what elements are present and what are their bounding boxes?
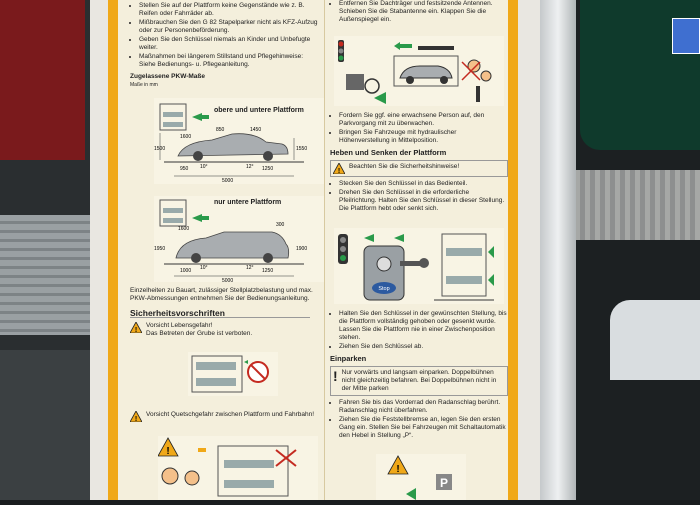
parking-sign: P [440, 476, 448, 490]
pit-warning-diagram [188, 352, 278, 396]
right-bullet: Ziehen Sie den Schlüssel ab. [339, 343, 508, 351]
right-bullet: Stecken Sie den Schlüssel in das Bedient… [339, 180, 508, 188]
left-bullet: Mißbrauchen Sie den G 82 Stapelparker ni… [139, 19, 320, 35]
svg-text:!: ! [166, 446, 169, 457]
parking-scene-diagram [334, 36, 504, 106]
svg-text:!: ! [135, 327, 137, 333]
dim-label: 300 [276, 222, 285, 228]
license-plate [672, 18, 700, 54]
dim-label: 1600 [180, 134, 191, 140]
dimension-diagram-1: obere und untere Plattform 850 1450 1600… [154, 98, 324, 184]
dims-note: Einzelheiten zu Bauart, zulässiger Stell… [130, 287, 313, 302]
dim-label: 950 [180, 166, 189, 172]
dimension-diagram-2: nur untere Plattform 1600 300 1950 1900 … [154, 196, 324, 284]
no-entry-drawing [191, 355, 269, 393]
dims-subtitle: Maße in mm [130, 82, 158, 88]
platform1-label: obere und untere Plattform [214, 107, 304, 114]
warn1-text: Das Betreten der Grube ist verboten. [146, 330, 253, 337]
warning-triangle-icon: ! [130, 411, 142, 422]
warning-triangle-icon: ! [333, 163, 345, 174]
crush-hazard-drawing: ! [157, 437, 297, 497]
left-bullet: Maßnahmen bei längerem Stillstand und Pf… [139, 53, 320, 69]
metal-pole [540, 0, 576, 500]
car-dimension-drawing-2: nur untere Plattform 1600 300 1950 1900 … [154, 199, 307, 284]
dim-label: 1950 [154, 246, 165, 252]
svg-text:!: ! [135, 416, 137, 422]
dim-label: 12° [246, 164, 254, 170]
svg-text:!: ! [338, 168, 340, 174]
dim-label: 850 [216, 127, 225, 133]
instruction-sign: Stellen Sie auf der Plattform keine Gege… [108, 0, 518, 500]
safety-title: Sicherheitsvorschriften [130, 309, 310, 318]
background-floor [0, 350, 100, 500]
dim-label: 1250 [262, 268, 273, 274]
right-column: Entfernen Sie Dachträger und festsitzend… [330, 0, 508, 25]
background-shutter [0, 215, 100, 335]
right-bullet: Ziehen Sie die Feststellbremse an, legen… [339, 416, 508, 440]
right-bullet: Fordern Sie ggf. eine erwachsene Person … [339, 112, 508, 128]
lift-warn: Beachten Sie die Sicherheitshinweise! [349, 163, 460, 170]
svg-text:!: ! [396, 464, 399, 475]
dim-label: 1000 [180, 268, 191, 274]
lift-title: Heben und Senken der Plattform [330, 148, 447, 157]
right-bullet: Bringen Sie Fahrzeuge mit hydraulischer … [339, 129, 508, 145]
dim-label: 5000 [222, 278, 233, 282]
dim-label: 1250 [262, 166, 273, 172]
left-bullet: Stellen Sie auf der Plattform keine Gege… [139, 2, 320, 18]
parking-brake-drawing: ! P [387, 455, 452, 500]
key-switch-drawing: Stop [338, 233, 494, 301]
park-warn: Nur vorwärts und langsam einparken. Dopp… [341, 369, 497, 392]
platform2-label: nur untere Plattform [214, 199, 281, 206]
dim-label: 1550 [296, 146, 307, 152]
stop-label: Stop [378, 286, 389, 292]
right-bullet: Drehen Sie den Schlüssel in die erforder… [339, 189, 508, 213]
dim-label: 1450 [250, 127, 261, 133]
key-switch-diagram: Stop [334, 228, 504, 304]
park-title: Einparken [330, 354, 367, 363]
dim-label: 1600 [178, 226, 189, 232]
dim-label: 5000 [222, 178, 233, 184]
dim-label: 12° [246, 265, 254, 271]
dim-label: 10° [200, 265, 208, 271]
right-column-mid: Fordern Sie ggf. eine erwachsene Person … [330, 112, 508, 214]
dim-label: 1500 [154, 146, 165, 152]
warn2-text: Vorsicht Quetschgefahr zwischen Plattfor… [146, 411, 315, 418]
dims-title: Zugelassene PKW-Maße [130, 73, 205, 80]
dim-label: 1900 [296, 246, 307, 252]
warn1-title: Vorsicht Lebensgefahr! [146, 322, 213, 329]
parking-brake-diagram: ! P [376, 454, 466, 500]
left-column-warn2: ! Vorsicht Quetschgefahr zwischen Plattf… [130, 408, 320, 425]
exclamation-icon: ! [333, 368, 338, 384]
right-bullet: Fahren Sie bis das Vorderrad den Radansc… [339, 399, 508, 415]
right-bullet: Entfernen Sie Dachträger und festsitzend… [339, 0, 508, 24]
left-column: Stellen Sie auf der Plattform keine Gege… [130, 0, 320, 89]
right-column-lower: Halten Sie den Schlüssel in der gewünsch… [330, 310, 508, 441]
background-red-object [0, 0, 85, 160]
warning-triangle-icon: ! [130, 322, 142, 333]
parking-scene-drawing [338, 40, 492, 104]
dim-label: 10° [200, 164, 208, 170]
crush-warning-diagram: ! [157, 436, 318, 500]
background-parking-rail [570, 170, 700, 240]
left-bullet: Geben Sie den Schlüssel niemals an Kinde… [139, 36, 320, 52]
right-bullet: Halten Sie den Schlüssel in der gewünsch… [339, 310, 508, 342]
left-column-lower: Einzelheiten zu Bauart, zulässiger Stell… [130, 287, 320, 341]
car-dimension-drawing-1: obere und untere Plattform 850 1450 1600… [154, 103, 307, 184]
column-divider [324, 0, 325, 500]
background-white-car [610, 300, 700, 380]
